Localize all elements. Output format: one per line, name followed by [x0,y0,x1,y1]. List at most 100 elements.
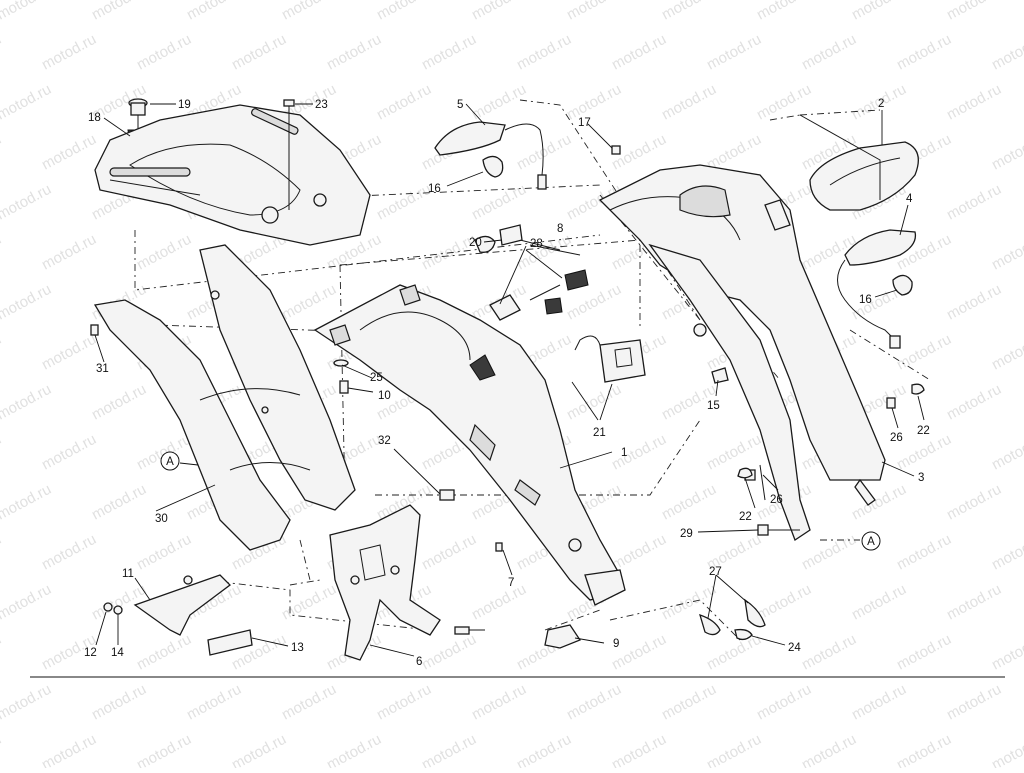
callout-9: 9 [613,638,619,650]
callout-1: 1 [621,447,627,459]
watermark-text: motod.ru [894,431,954,474]
leader-lines [94,103,925,657]
watermark-text: motod.ru [659,681,719,724]
watermark-text: motod.ru [894,331,954,374]
callout-23: 23 [315,99,328,111]
watermark-text: motod.ru [989,731,1024,768]
watermark-text: motod.ru [799,631,859,674]
watermark-text: motod.ru [0,431,4,474]
watermark-text: motod.ru [134,731,194,768]
watermark-text: motod.ru [944,381,1004,424]
callout-13: 13 [291,642,304,654]
watermark-text: motod.ru [754,81,814,124]
seat-latch [574,335,646,383]
callout-17: 17 [578,117,591,129]
watermark-text: motod.ru [989,431,1024,474]
watermark-text: motod.ru [944,481,1004,524]
screw-23 [283,99,295,210]
watermark-text: motod.ru [419,531,479,574]
watermark-text: motod.ru [374,0,434,24]
callout-24: 24 [788,642,801,654]
watermark-text: motod.ru [0,381,54,424]
callout-28: 28 [530,238,543,250]
lock-and-keys [474,224,589,321]
watermark-text: motod.ru [229,31,289,74]
watermark-text: motod.ru [609,431,669,474]
watermark-text: motod.ru [514,731,574,768]
callout-16-left: 16 [428,183,441,195]
watermark-text: motod.ru [894,31,954,74]
watermark-text: motod.ru [39,31,99,74]
watermark-text: motod.ru [0,0,54,24]
small-parts [90,145,925,649]
watermark-text: motod.ru [754,581,814,624]
watermark-text: motod.ru [374,681,434,724]
watermark-text: motod.ru [0,531,4,574]
watermark-text: motod.ru [324,31,384,74]
watermark-text: motod.ru [0,131,4,174]
watermark-text: motod.ru [89,581,149,624]
callout-18: 18 [88,112,101,124]
callout-26-right: 26 [890,432,903,444]
watermark-text: motod.ru [894,731,954,768]
watermark-text: motod.ru [799,531,859,574]
callout-27: 27 [709,566,722,578]
watermark-text: motod.ru [944,281,1004,324]
watermark-text: motod.ru [609,31,669,74]
watermark-text: motod.ru [469,181,529,224]
watermark-text: motod.ru [39,531,99,574]
callout-8: 8 [557,223,563,235]
watermark-text: motod.ru [0,631,4,674]
watermark-text: motod.ru [659,0,719,24]
rear-hugger [93,244,356,551]
turn-signal-right [837,229,917,349]
watermark-text: motod.ru [944,0,1004,24]
watermark-text: motod.ru [229,731,289,768]
callout-32: 32 [378,435,391,447]
callout-3: 3 [918,472,924,484]
watermark-text: motod.ru [659,481,719,524]
watermark-text: motod.ru [799,731,859,768]
rear-subframe [598,114,886,541]
watermark-text: motod.ru [609,731,669,768]
undertray [313,284,626,606]
watermark-text: motod.ru [944,181,1004,224]
watermark-text: motod.ru [704,431,764,474]
watermark-text: motod.ru [989,631,1024,674]
watermark-text: motod.ru [704,31,764,74]
callout-labels: 1 2 3 4 5 6 7 8 9 10 11 12 13 14 15 16 1… [84,98,930,668]
watermark-text: motod.ru [374,81,434,124]
callout-10: 10 [378,390,391,402]
watermark-text: motod.ru [944,681,1004,724]
callout-25: 25 [370,372,383,384]
watermark-text: motod.ru [134,31,194,74]
watermark-text: motod.ru [564,681,624,724]
watermark-text: motod.ru [469,681,529,724]
watermark-text: motod.ru [894,631,954,674]
watermark-text: motod.ru [89,481,149,524]
watermark-text: motod.ru [659,581,719,624]
marker-label: A [166,456,174,468]
watermark-text: motod.ru [754,0,814,24]
callout-21: 21 [593,427,606,439]
watermark-text: motod.ru [989,31,1024,74]
watermark-text: motod.ru [89,381,149,424]
watermark-text: motod.ru [89,681,149,724]
watermark-text: motod.ru [469,581,529,624]
watermark-text: motod.ru [564,81,624,124]
watermark-text: motod.ru [894,531,954,574]
watermark-text: motod.ru [419,31,479,74]
watermark-text: motod.ru [134,531,194,574]
watermark-text: motod.ru [659,81,719,124]
watermark-text: motod.ru [419,731,479,768]
callout-12: 12 [84,647,97,659]
watermark-text: motod.ru [609,531,669,574]
watermark-text: motod.ru [989,131,1024,174]
watermark-text: motod.ru [989,531,1024,574]
watermark-text: motod.ru [39,231,99,274]
watermark-text: motod.ru [0,231,4,274]
callout-19: 19 [178,99,191,111]
callout-2: 2 [878,98,884,110]
